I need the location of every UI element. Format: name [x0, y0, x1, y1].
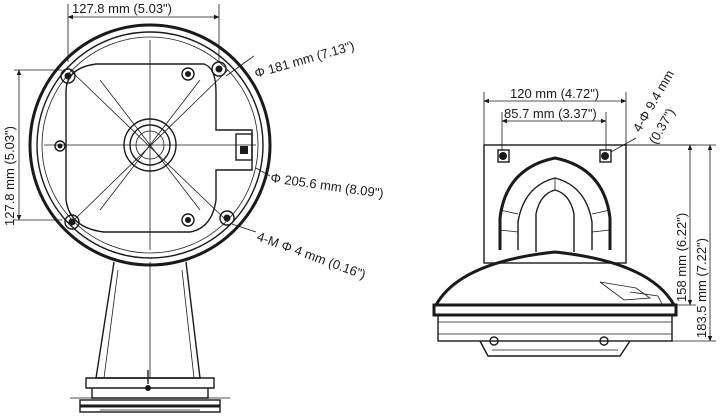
screw-hole-label: 4-M Φ 4 mm (0.16"): [255, 229, 368, 282]
total-height-dimension: 183.5 mm (7.22"): [626, 144, 716, 342]
outer-diameter-label: Φ 181 mm (7.13"): [253, 38, 356, 81]
hole-spacing-label: 85.7 mm (3.37"): [504, 106, 597, 121]
wall-plate: [483, 144, 627, 264]
mount-diameter-label: Φ 205.6 mm (8.09"): [270, 170, 385, 201]
inner-height-label: 158 mm (6.22"): [674, 213, 689, 302]
total-height-label: 183.5 mm (7.22"): [694, 238, 709, 338]
screw-hole-callout: 4-M Φ 4 mm (0.16"): [231, 223, 368, 282]
mount-diameter-callout: Φ 205.6 mm (8.09"): [255, 167, 385, 201]
hole-spacing-dimension: 85.7 mm (3.37"): [501, 106, 607, 150]
left-height-dimension: 127.8 mm (5.03"): [2, 69, 62, 226]
round-mount-plate: [28, 23, 272, 267]
dome-camera: [432, 250, 678, 357]
left-view: 127.8 mm (5.03") 127.8 mm (5.03"): [2, 1, 385, 413]
side-arm: [498, 156, 612, 252]
inner-height-dimension: 158 mm (6.22"): [626, 144, 696, 306]
plate-width-dimension: 120 mm (4.72"): [483, 86, 627, 145]
top-width-dimension: 127.8 mm (5.03"): [67, 1, 220, 62]
top-width-label: 127.8 mm (5.03"): [72, 1, 172, 16]
left-height-label: 127.8 mm (5.03"): [2, 126, 17, 226]
bracket-arm: [70, 261, 230, 413]
right-view: 120 mm (4.72") 85.7 mm (3.37") 4-Φ 9.4 m…: [432, 67, 716, 357]
plate-width-label: 120 mm (4.72"): [510, 86, 599, 101]
hole-diameter-callout: 4-Φ 9.4 mm (0.37"): [610, 67, 678, 153]
